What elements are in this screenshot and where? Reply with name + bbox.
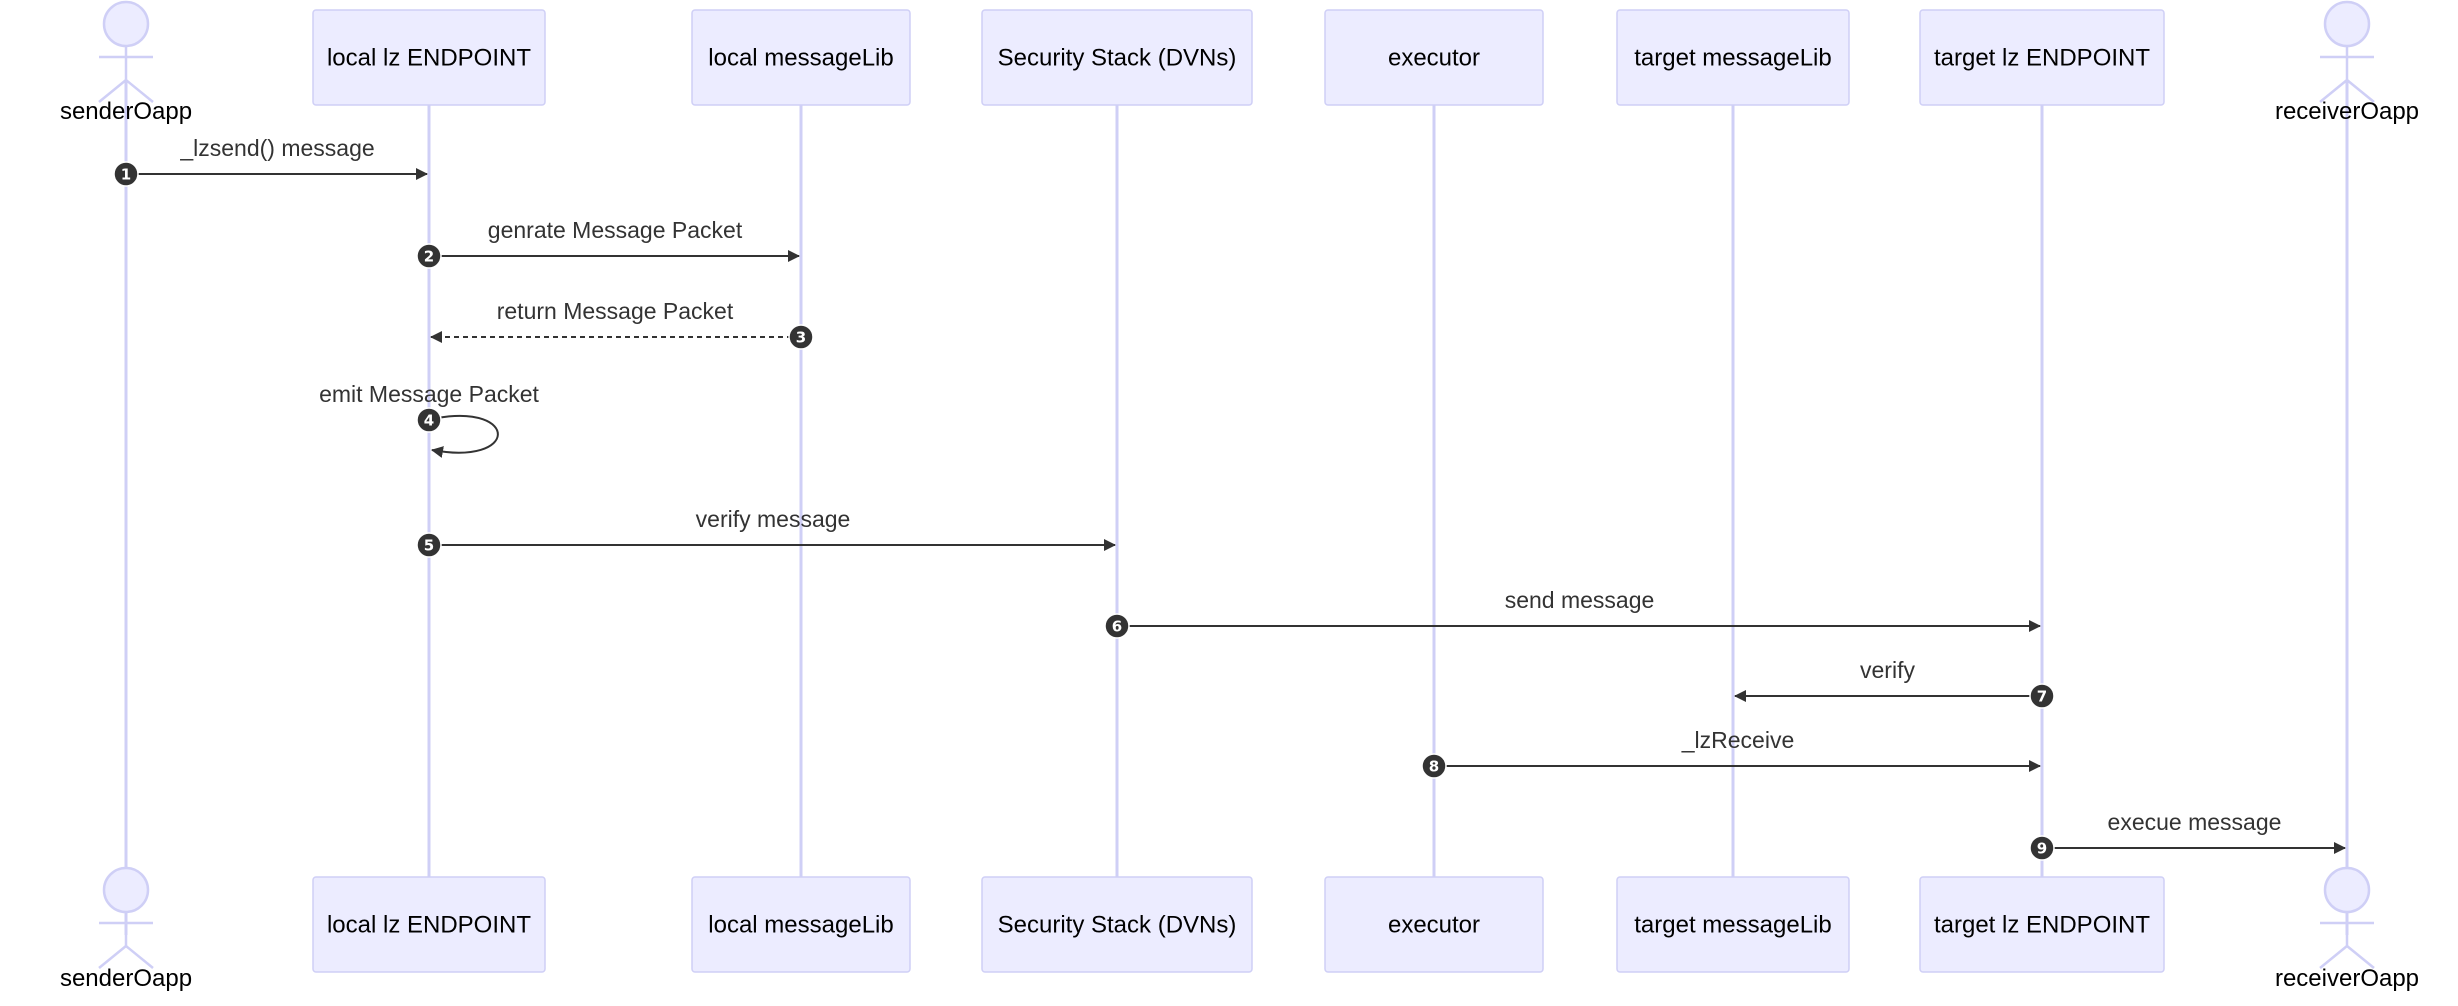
actor-head — [2323, 0, 2371, 48]
sequence-number: 7 — [2037, 688, 2047, 706]
sequence-number: 6 — [1112, 618, 1122, 636]
actor-leg-left — [98, 945, 127, 969]
message-label: _lzReceive — [1681, 727, 1795, 753]
participant-box — [312, 9, 546, 106]
sequence-number-badge — [416, 407, 442, 433]
target_lib-label-top: target messageLib — [1634, 45, 1831, 72]
message-5: verify message 5 — [416, 506, 1116, 558]
sequence-number-badge — [2029, 835, 2055, 861]
local_lib-label-bottom: local messageLib — [708, 912, 893, 939]
message-9: execue message 9 — [2029, 809, 2346, 861]
sender-top-figure — [98, 0, 154, 103]
local_endpoint-box-top: local lz ENDPOINT — [312, 9, 546, 106]
local_lib-label-top: local messageLib — [708, 45, 893, 72]
sequence-number-badge — [2029, 683, 2055, 709]
actor-leg-left — [2319, 79, 2348, 103]
participants-top: senderOapp local lz ENDPOINT local message… — [60, 0, 2419, 125]
local_endpoint-box-bottom: local lz ENDPOINT — [312, 876, 546, 973]
target_endpoint-label-bottom: target lz ENDPOINT — [1934, 912, 2150, 939]
self-message-arrow — [431, 415, 499, 458]
dvns-label-top: Security Stack (DVNs) — [998, 45, 1237, 72]
message-label: verify — [1860, 657, 1915, 683]
message-label: return Message Packet — [497, 298, 734, 324]
local_lib-box-bottom: local messageLib — [691, 876, 911, 973]
target_lib-label-bottom: target messageLib — [1634, 912, 1831, 939]
sequence-number: 5 — [424, 537, 434, 555]
sequence-number-badge — [416, 532, 442, 558]
sender-label-top: senderOapp — [60, 98, 192, 125]
actor-leg-right — [2346, 945, 2375, 969]
target_lib-box-top: target messageLib — [1616, 9, 1850, 106]
receiver-label-top: receiverOapp — [2275, 98, 2419, 125]
actor-leg-left — [2319, 945, 2348, 969]
sequence-number: 3 — [796, 329, 806, 347]
receiver-bottom-figure — [2319, 866, 2375, 969]
actor-leg-left — [98, 79, 127, 103]
local_lib-box-top: local messageLib — [691, 9, 911, 106]
actor-head — [102, 866, 150, 914]
actor-leg-right — [2346, 79, 2375, 103]
message-7: verify 7 — [1734, 657, 2055, 709]
target_endpoint-box-bottom: target lz ENDPOINT — [1919, 876, 2165, 973]
message-1: _lzsend() message 1 — [113, 135, 428, 187]
sequence-number: 4 — [424, 412, 434, 430]
message-label: emit Message Packet — [319, 381, 539, 407]
message-6: send message 6 — [1104, 587, 2041, 639]
participant-box — [1616, 9, 1850, 106]
target_lib-box-bottom: target messageLib — [1616, 876, 1850, 973]
sequence-number: 9 — [2037, 840, 2047, 858]
executor-label-top: executor — [1388, 45, 1480, 72]
receiver-top-figure — [2319, 0, 2375, 103]
sequence-number-badge — [788, 324, 814, 350]
target_endpoint-label-top: target lz ENDPOINT — [1934, 45, 2150, 72]
executor-label-bottom: executor — [1388, 912, 1480, 939]
local_endpoint-label-bottom: local lz ENDPOINT — [327, 912, 531, 939]
executor-box-top: executor — [1324, 9, 1544, 106]
participant-box — [1919, 9, 2165, 106]
sequence-number-badge — [1421, 753, 1447, 779]
participant-box — [312, 876, 546, 973]
actor-leg-right — [125, 945, 154, 969]
sequence-number-badge — [416, 243, 442, 269]
sequence-number-badge — [113, 161, 139, 187]
target_endpoint-box-top: target lz ENDPOINT — [1919, 9, 2165, 106]
dvns-box-bottom: Security Stack (DVNs) — [981, 876, 1253, 973]
message-8: _lzReceive 8 — [1421, 727, 2041, 779]
actor-leg-right — [125, 79, 154, 103]
sequence-number-badge — [1104, 613, 1130, 639]
lifelines — [124, 80, 2349, 935]
participants-bottom: senderOapp local lz ENDPOINT local message… — [60, 866, 2419, 992]
participant-box — [981, 9, 1253, 106]
dvns-label-bottom: Security Stack (DVNs) — [998, 912, 1237, 939]
dvns-box-top: Security Stack (DVNs) — [981, 9, 1253, 106]
participant-box — [691, 9, 911, 106]
executor-box-bottom: executor — [1324, 876, 1544, 973]
actor-head — [2323, 866, 2371, 914]
message-label: verify message — [696, 506, 851, 532]
message-label: genrate Message Packet — [488, 217, 743, 243]
participant-box — [1616, 876, 1850, 973]
actor-head — [102, 0, 150, 48]
sequence-number: 2 — [424, 248, 434, 266]
message-4: emit Message Packet 4 — [319, 381, 540, 458]
participant-box — [981, 876, 1253, 973]
sender-label-bottom: senderOapp — [60, 965, 192, 992]
local_endpoint-label-top: local lz ENDPOINT — [327, 45, 531, 72]
message-label: _lzsend() message — [179, 135, 374, 161]
message-2: genrate Message Packet 2 — [416, 217, 800, 269]
message-3: return Message Packet 3 — [430, 298, 814, 350]
messages: _lzsend() message 1 genrate Message Packet… — [113, 135, 2346, 861]
participant-box — [1324, 9, 1544, 106]
sequence-number: 1 — [121, 166, 131, 184]
message-label: execue message — [2108, 809, 2282, 835]
participant-box — [1919, 876, 2165, 973]
message-label: send message — [1505, 587, 1655, 613]
participant-box — [1324, 876, 1544, 973]
sequence-number: 8 — [1429, 758, 1439, 776]
sender-bottom-figure — [98, 866, 154, 969]
receiver-label-bottom: receiverOapp — [2275, 965, 2419, 992]
participant-box — [691, 876, 911, 973]
